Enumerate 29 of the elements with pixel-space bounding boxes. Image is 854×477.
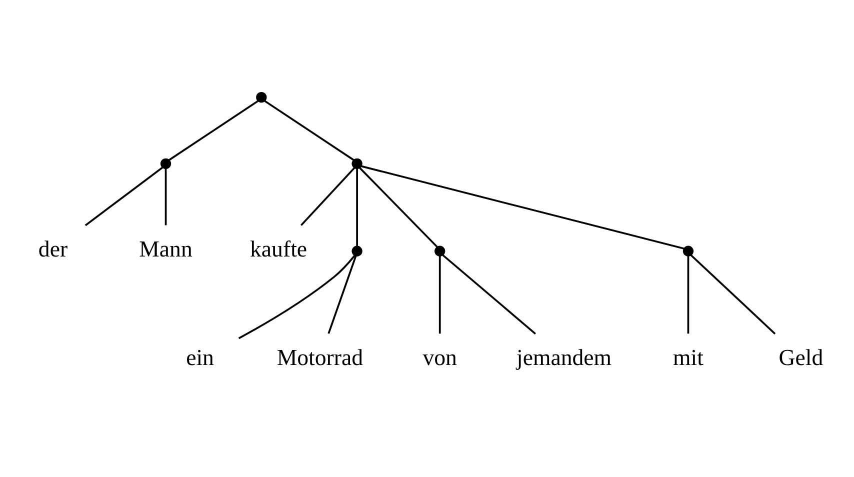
- node-circle: [434, 245, 446, 256]
- connector: [690, 254, 776, 334]
- node-text: der: [38, 236, 68, 262]
- node-text: kaufte: [250, 236, 308, 262]
- connector: [359, 166, 438, 247]
- node-circle: [352, 158, 362, 169]
- connector: [264, 100, 354, 160]
- node-circle: [682, 245, 694, 256]
- connector: [356, 168, 358, 246]
- node-text: Mann: [139, 236, 192, 262]
- node-circle: [256, 92, 267, 102]
- node-text: Motorrad: [276, 344, 364, 370]
- connector: [238, 254, 356, 339]
- node-text: mit: [673, 344, 704, 370]
- connector: [328, 255, 357, 334]
- connector: [687, 256, 690, 334]
- connector: [361, 164, 684, 250]
- node-text: von: [422, 344, 457, 370]
- connector: [438, 256, 441, 334]
- connector: [442, 254, 536, 334]
- node-text: Geld: [778, 344, 824, 370]
- connector: [164, 168, 167, 225]
- node-circle: [352, 245, 362, 256]
- node-text: ein: [186, 344, 214, 370]
- node-text: jemandem: [516, 344, 612, 370]
- node-circle: [160, 158, 172, 169]
- connector: [168, 100, 259, 160]
- connector: [84, 166, 164, 226]
- connector: [300, 166, 356, 226]
